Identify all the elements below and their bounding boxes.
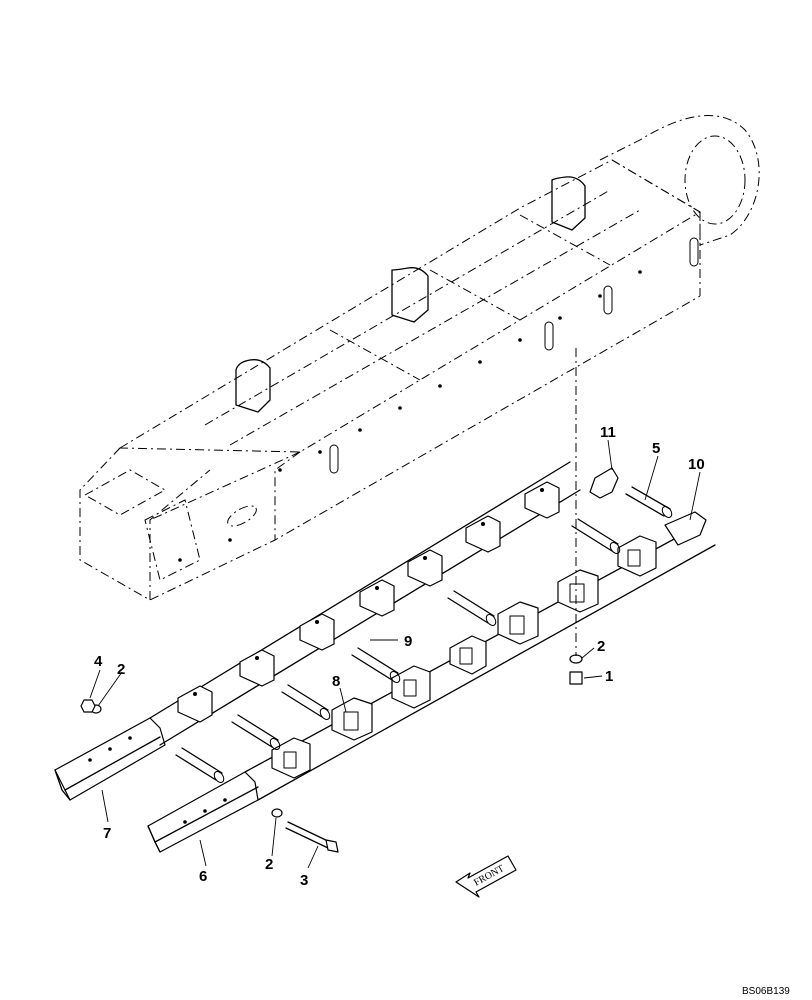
callout-1: 1	[605, 668, 613, 685]
drawing-code: BS06B139	[742, 986, 790, 997]
frame-slots	[178, 237, 699, 562]
callout-9: 9	[404, 633, 412, 650]
carrier-roller-bracket	[235, 176, 586, 413]
callout-10: 10	[688, 456, 705, 473]
guard-bracket-row-rear	[177, 481, 560, 723]
fastener-bolt	[285, 821, 339, 853]
callout-5: 5	[652, 440, 660, 457]
callout-11: 11	[600, 424, 616, 441]
track-guard-rear	[54, 461, 581, 801]
callout-8: 8	[332, 673, 340, 690]
guard-end-plate-front	[664, 511, 707, 546]
callout-7: 7	[103, 825, 111, 842]
callout-labels: 11 5 10 9 8 2 1 4 2 7 6 2 3	[94, 424, 705, 889]
fastener-nut	[80, 671, 583, 713]
callout-4: 4	[94, 653, 103, 670]
callout-2: 2	[117, 661, 125, 678]
fastener-washer	[90, 654, 583, 818]
callout-2: 2	[597, 638, 605, 655]
spacer-pipe-row	[175, 486, 673, 783]
track-frame-outline	[79, 115, 760, 601]
front-direction-arrow: FRONT	[455, 855, 517, 898]
guard-end-plate	[589, 467, 619, 499]
leader-lines	[89, 439, 701, 869]
callout-6: 6	[199, 868, 207, 885]
callout-2: 2	[265, 856, 273, 873]
callout-3: 3	[300, 872, 308, 889]
guard-bracket-row-front	[271, 535, 657, 779]
